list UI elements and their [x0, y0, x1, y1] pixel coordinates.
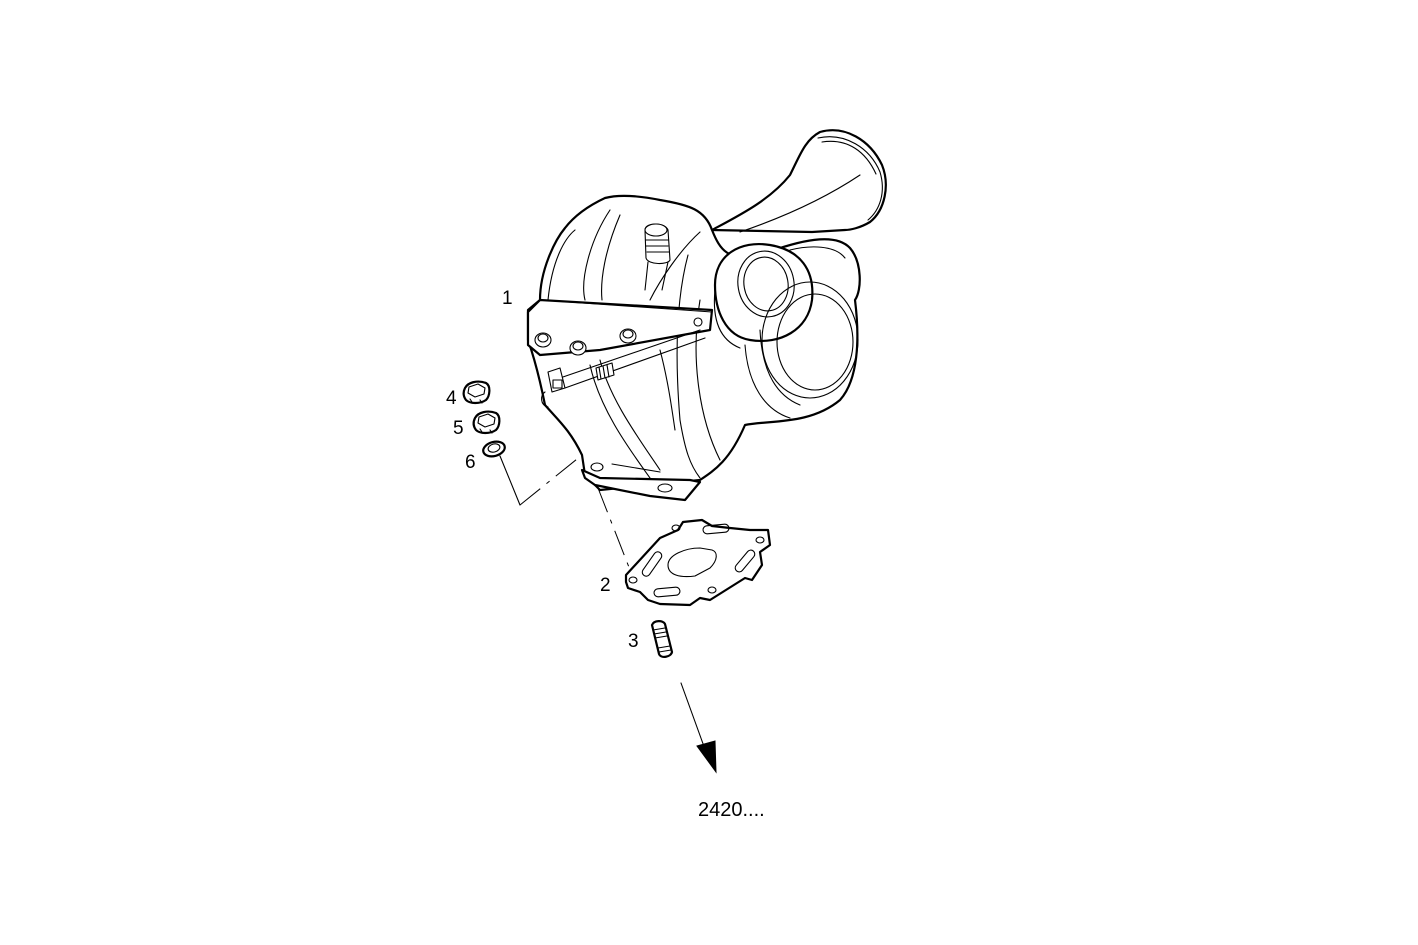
gasket-2-drawing: [624, 518, 772, 607]
callout-4[interactable]: 4: [446, 388, 457, 409]
assembly-line-nuts: [519, 454, 583, 506]
stud-3-drawing: [650, 620, 674, 658]
arrow-head-icon: [696, 740, 717, 774]
bracket-bolts: [534, 317, 703, 356]
washer-6-drawing: [482, 440, 506, 458]
callout-6[interactable]: 6: [465, 452, 476, 473]
nut-4-drawing: [462, 380, 491, 405]
callout-2[interactable]: 2: [600, 575, 611, 596]
reference-label[interactable]: 2420....: [698, 799, 765, 821]
leader-line-washer: [499, 455, 521, 506]
reference-arrow[interactable]: [680, 682, 717, 774]
arrow-shaft: [680, 682, 707, 753]
turbocharger-drawing: [526, 129, 887, 502]
callout-1[interactable]: 1: [502, 288, 513, 309]
assembly-line-gasket: [597, 487, 633, 576]
callout-3[interactable]: 3: [628, 631, 639, 652]
nut-5-drawing: [472, 410, 501, 435]
callout-5[interactable]: 5: [453, 418, 464, 439]
